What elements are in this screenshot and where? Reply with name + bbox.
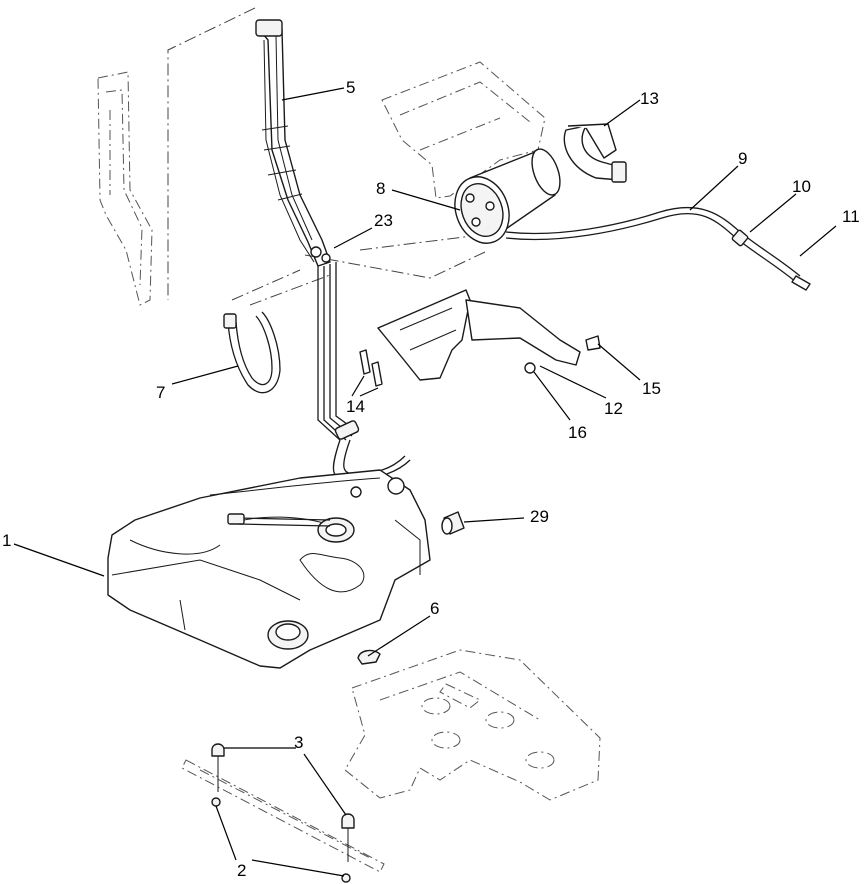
check-valve-icon (731, 229, 749, 247)
vent-line-assembly (505, 206, 811, 291)
callout-11: 11 (842, 207, 860, 226)
carbon-canister (454, 148, 561, 244)
canister-strap (563, 123, 627, 183)
callout-7: 7 (156, 383, 165, 402)
callout-3: 3 (294, 733, 303, 752)
callout-10: 10 (792, 177, 811, 196)
callout-5: 5 (346, 78, 355, 97)
callout-1: 1 (2, 531, 11, 550)
callout-23: 23 (374, 211, 393, 230)
callout-12: 12 (604, 399, 623, 418)
hose-clip (357, 649, 381, 665)
canister-tray-phantom (381, 61, 546, 199)
nut-icon (211, 797, 221, 807)
callout-2: 2 (237, 861, 246, 880)
tank-support-plate-phantom (344, 649, 601, 801)
fuel-filler-neck (255, 19, 331, 267)
callout-14: 14 (346, 397, 365, 416)
lower-rail-phantom (181, 759, 385, 873)
bolt-icon (585, 335, 601, 351)
filler-cap-icon (255, 19, 283, 37)
nut-icon (341, 873, 351, 883)
callout-6: 6 (430, 599, 439, 618)
callout-16: 16 (568, 423, 587, 442)
callout-9: 9 (738, 149, 747, 168)
vent-hose (223, 311, 281, 394)
grommet (441, 511, 465, 535)
mounting-bracket (359, 289, 601, 387)
phantom-frame-upright (97, 71, 153, 306)
nut-icon (524, 362, 536, 374)
leader-lines (13, 87, 837, 877)
callout-labels: 1 2 3 5 6 7 8 9 10 11 12 13 14 15 16 23 … (2, 78, 860, 880)
callout-13: 13 (640, 89, 659, 108)
rubber-bumpers (211, 743, 355, 862)
phantom-routing-lines (167, 7, 486, 306)
fuel-tank (107, 469, 431, 669)
callout-15: 15 (642, 379, 661, 398)
callout-29: 29 (530, 507, 549, 526)
callout-8: 8 (376, 179, 385, 198)
